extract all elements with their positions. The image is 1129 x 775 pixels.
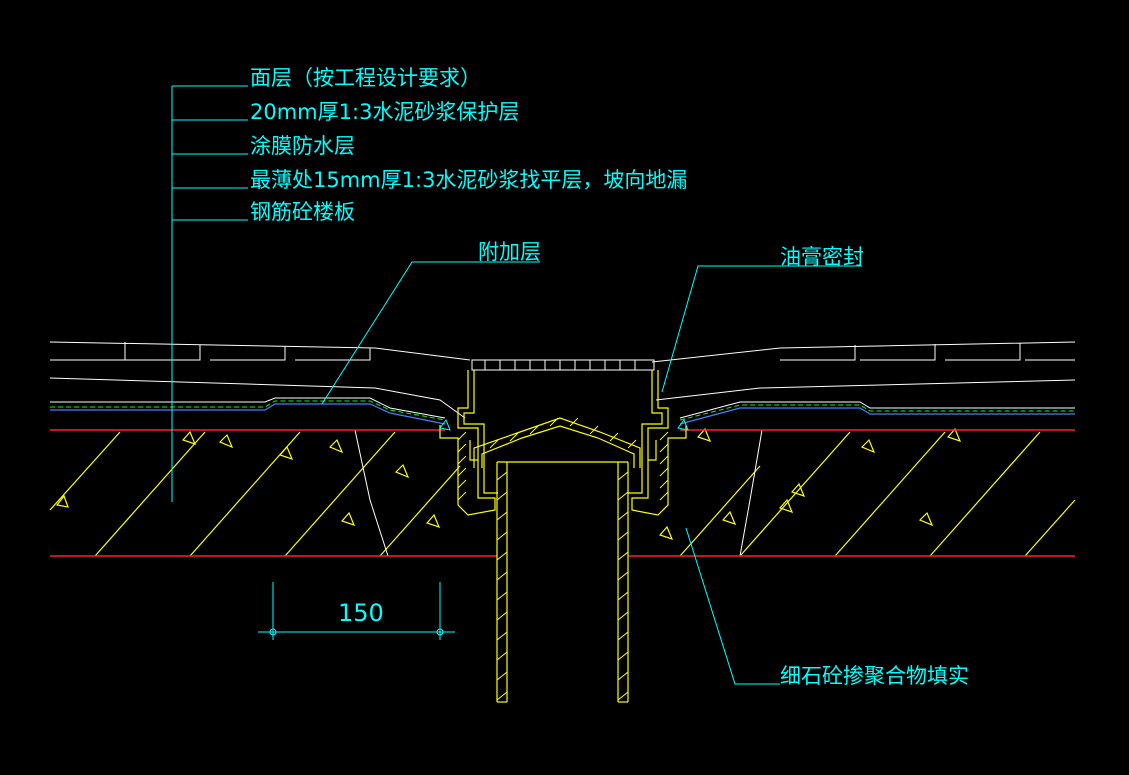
callout-additional-layer: 附加层 — [478, 240, 541, 264]
layer-label-slab: 钢筋砼楼板 — [250, 200, 355, 224]
drain-grate — [471, 359, 655, 371]
waterproof-membrane — [50, 400, 1075, 421]
callout-fill: 细石砼掺聚合物填实 — [780, 664, 969, 688]
drain-body — [439, 370, 687, 516]
dimension-150 — [258, 582, 455, 640]
aggregate-marks — [55, 427, 962, 540]
drain-body-hatch — [457, 417, 669, 501]
sealant-marks — [439, 418, 689, 431]
layer-leaders — [171, 85, 248, 502]
layer-label-finish: 面层（按工程设计要求） — [250, 66, 481, 90]
drain-pipe — [496, 461, 629, 703]
layer-label-leveling: 最薄处15mm厚1:3水泥砂浆找平层，坡向地漏 — [250, 168, 688, 192]
finish-layers-right — [651, 341, 1076, 419]
finish-layers-left — [49, 341, 471, 419]
drain-pipe-hatch — [496, 471, 629, 701]
callout-ointment-seal: 油膏密封 — [780, 245, 864, 269]
layer-label-protection: 20mm厚1:3水泥砂浆保护层 — [250, 100, 520, 124]
layer-label-waterproof: 涂膜防水层 — [250, 134, 355, 158]
slab-lines — [50, 429, 1075, 557]
callout-leaders — [321, 261, 862, 685]
dimension-value: 150 — [338, 599, 384, 627]
slab-hatching — [49, 431, 1076, 557]
fill-boundaries — [354, 429, 763, 557]
